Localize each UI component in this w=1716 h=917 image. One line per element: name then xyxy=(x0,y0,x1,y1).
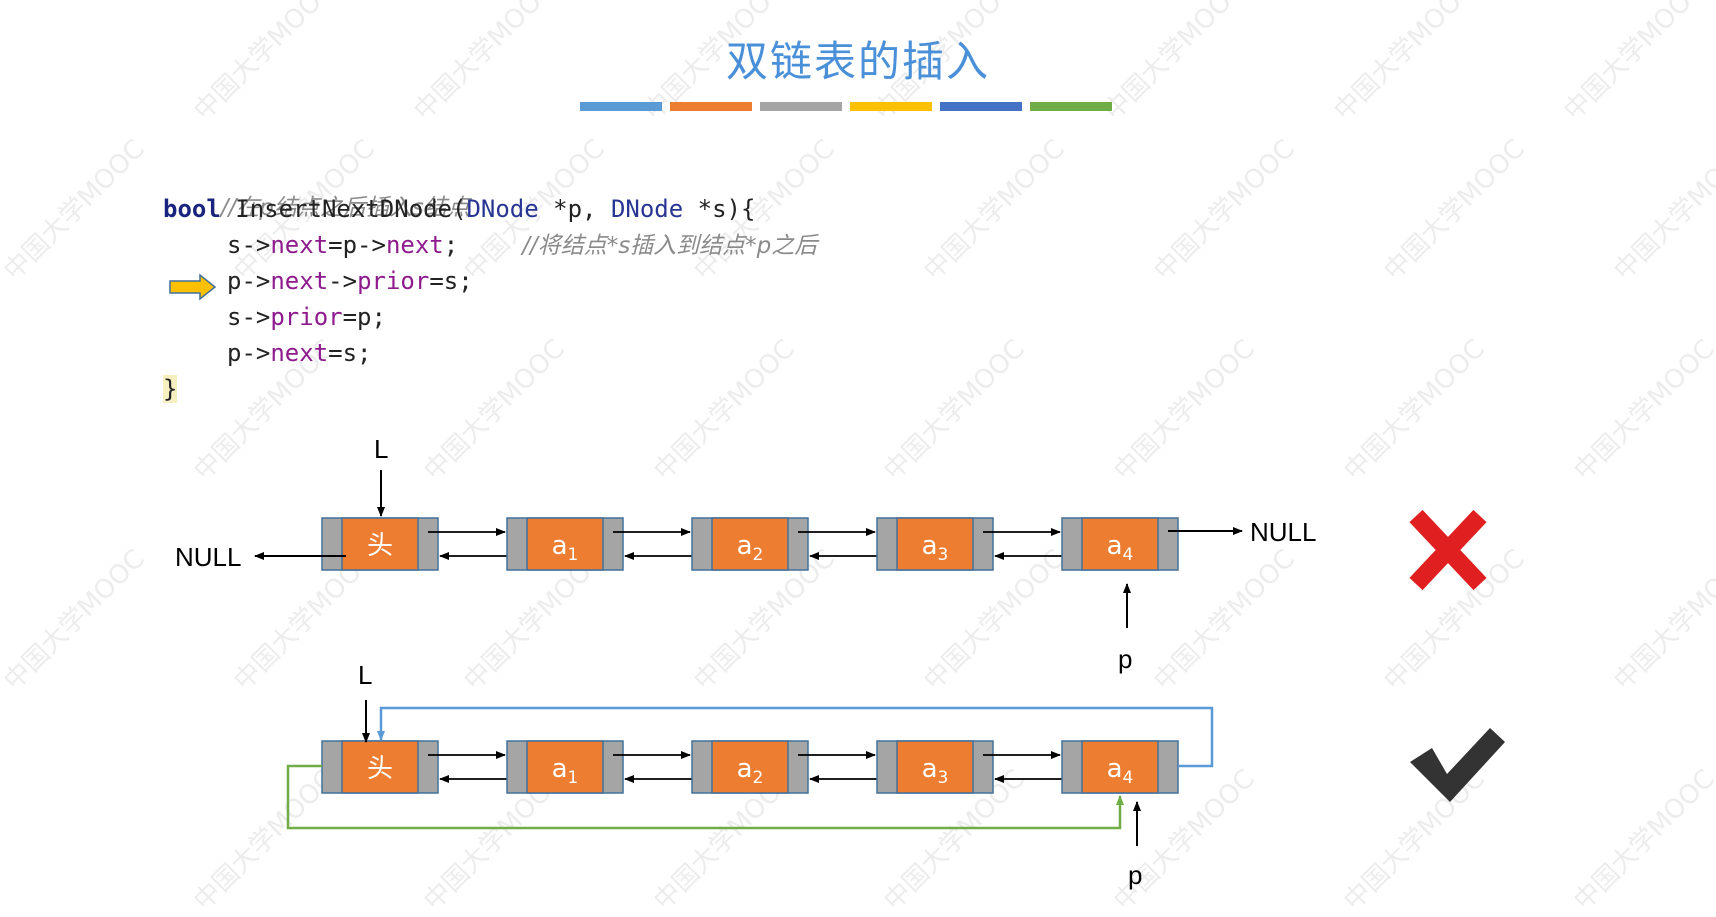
code-comment-line: //在p结点之后插入s结点 xyxy=(163,153,470,221)
left-null-label: NULL xyxy=(175,542,241,572)
code-line-4: s->prior=p; xyxy=(227,299,386,335)
color-bar-2 xyxy=(670,102,752,111)
list-diagram-wrong: 头 a1 a2 a3 a4 xyxy=(321,517,1179,571)
code-token: p-> xyxy=(227,339,271,367)
code-field-next: next xyxy=(270,231,329,259)
node-label: a4 xyxy=(1107,531,1134,565)
current-line-arrow-icon xyxy=(169,273,217,301)
p-label-1: p xyxy=(1118,644,1132,674)
right-null-label: NULL xyxy=(1250,517,1316,547)
list-node: a3 xyxy=(876,740,1072,794)
node-label: 头 xyxy=(367,531,393,561)
data-cell xyxy=(341,740,419,794)
code-token: ; xyxy=(443,231,459,259)
data-cell xyxy=(526,740,604,794)
list-node: a2 xyxy=(691,740,887,794)
data-cell xyxy=(341,517,419,571)
color-bar-3 xyxy=(760,102,842,111)
correct-check-icon xyxy=(1410,728,1505,802)
node-label: a2 xyxy=(737,531,764,565)
color-bar-1 xyxy=(580,102,662,111)
head-pointer-label-1: L xyxy=(374,434,388,464)
data-cell xyxy=(896,517,974,571)
head-node: 头 xyxy=(321,740,517,794)
code-token: =s; xyxy=(429,267,473,295)
param-s: *s){ xyxy=(683,195,756,223)
data-cell xyxy=(896,740,974,794)
code-field-next: next xyxy=(270,267,329,295)
page-title: 双链表的插入 xyxy=(725,37,990,86)
data-cell xyxy=(1081,517,1159,571)
color-bar-6 xyxy=(1030,102,1112,111)
code-comment: //在p结点之后插入s结点 xyxy=(220,195,470,221)
color-bar-5 xyxy=(940,102,1022,111)
list-node: a4 xyxy=(1061,740,1179,794)
code-field-prior: prior xyxy=(357,267,430,295)
keyword-bool: bool xyxy=(163,195,221,223)
data-cell xyxy=(711,740,789,794)
code-token: =s; xyxy=(328,339,372,367)
code-inline-comment: //将结点*s插入到结点*p之后 xyxy=(522,233,818,259)
node-label: a3 xyxy=(922,754,949,788)
node-label: a3 xyxy=(922,531,949,565)
code-field-next: next xyxy=(270,339,329,367)
circular-prior-link xyxy=(286,764,1124,830)
code-token: s-> xyxy=(227,303,271,331)
code-line-2: s->next=p->next;//将结点*s插入到结点*p之后 xyxy=(227,227,817,263)
code-token: } xyxy=(163,375,178,403)
code-signature-line: bool InsertNextDNode(DNode *p, DNode *s)… xyxy=(163,191,755,227)
node-label: 头 xyxy=(367,754,393,784)
code-token: s-> xyxy=(227,231,271,259)
list-node: a1 xyxy=(506,740,702,794)
node-label: a1 xyxy=(552,531,579,565)
code-token: =p; xyxy=(342,303,386,331)
color-bar-4 xyxy=(850,102,932,111)
list-node: a1 xyxy=(506,517,702,571)
head-pointer-label-2: L xyxy=(358,660,372,690)
code-line-3-current: p->next->prior=s; xyxy=(227,263,473,299)
p-label-2: p xyxy=(1128,860,1142,890)
code-closing-brace: } xyxy=(163,371,178,407)
code-token: p-> xyxy=(227,267,271,295)
code-line-5: p->next=s; xyxy=(227,335,372,371)
type-dnode-2: DNode xyxy=(610,195,684,223)
color-bars xyxy=(580,102,1112,111)
code-field-prior: prior xyxy=(270,303,343,331)
code-token: =p-> xyxy=(328,231,386,259)
list-node: a4 xyxy=(1061,517,1179,571)
code-token: -> xyxy=(328,267,358,295)
wrong-cross-icon xyxy=(1409,509,1487,591)
data-cell xyxy=(1081,740,1159,794)
list-node: a2 xyxy=(691,517,887,571)
list-node: a3 xyxy=(876,517,1072,571)
data-cell xyxy=(711,517,789,571)
node-label: a2 xyxy=(737,754,764,788)
list-diagram-correct: 头 a1 a2 a3 a4 xyxy=(321,740,1179,794)
circular-next-link xyxy=(377,706,1214,768)
function-name: InsertNextDNode( xyxy=(220,195,467,223)
head-node: 头 xyxy=(321,517,517,571)
node-label: a1 xyxy=(552,754,579,788)
data-cell xyxy=(526,517,604,571)
type-dnode-1: DNode xyxy=(466,195,539,223)
param-p: *p, xyxy=(538,195,611,223)
node-label: a4 xyxy=(1107,754,1134,788)
code-field-next: next xyxy=(385,231,444,259)
